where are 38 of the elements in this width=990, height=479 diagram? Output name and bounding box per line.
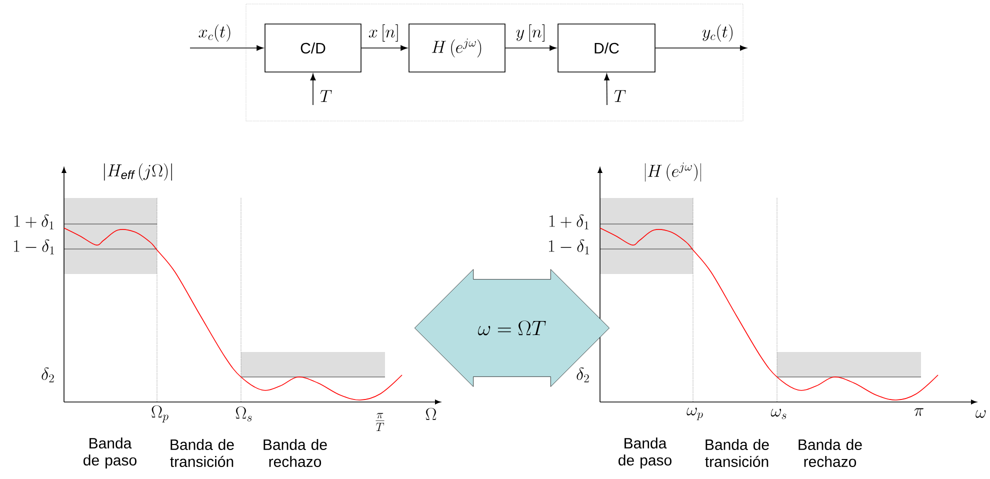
arrow (190, 45, 264, 51)
signal-label: $y\left[n\right]$ (514, 23, 548, 43)
arrow (655, 45, 747, 51)
tick-label: $1-\delta_1$ (14, 239, 54, 254)
tick-label: $\Omega_p$ (152, 405, 168, 422)
axis-title: $\left|H\,(e^{j\omega})\right|$ (645, 162, 701, 182)
arrow (310, 74, 316, 106)
signal-label: $T$ (318, 89, 334, 103)
tick-label: $\omega_p$ (686, 408, 703, 420)
dotted-frame (246, 4, 744, 122)
tick-label: $1+\delta_1$ (550, 214, 589, 230)
arrow (604, 74, 610, 106)
band-label: Banda de transición (170, 439, 234, 467)
signal-label: $x\left[n\right]$ (367, 23, 401, 43)
tick-label: $\delta_2$ (576, 367, 589, 382)
tick-label: $1+\delta_1$ (14, 214, 54, 230)
tick-label: $1-\delta_1$ (549, 239, 590, 254)
signal-label: $y_c(t)$ (700, 23, 736, 43)
process-box: C/D (264, 24, 362, 72)
band-label: Banda de transición (705, 439, 769, 467)
signal-label: $x_c(t)$ (197, 23, 233, 43)
axis-label: $\Omega$ (426, 408, 436, 420)
arrow (505, 45, 556, 51)
tick-label: $\frac{\pi}{T}$ (376, 413, 384, 431)
tick-label: $\delta_2$ (42, 367, 54, 382)
process-box: D/C (558, 24, 656, 72)
band-label: Banda de rechazo (264, 439, 327, 467)
arrow (361, 45, 408, 51)
signal-label: $T$ (612, 89, 628, 103)
axis-label: $\omega$ (976, 410, 986, 418)
process-box: $H\left(e^{j\omega}\right)$ (408, 24, 506, 72)
tick-label: $\pi$ (914, 408, 924, 416)
band-label: Banda de rechazo (798, 439, 862, 467)
tick-label: $\omega_s$ (770, 408, 786, 420)
band-label: Banda de paso (84, 438, 136, 468)
tick-label: $\Omega_s$ (236, 406, 252, 422)
axis-title: $\left|H_{\mathit{eff}}\,(j\Omega)\right|$ (104, 163, 172, 181)
band-label: Banda de paso (618, 438, 672, 468)
